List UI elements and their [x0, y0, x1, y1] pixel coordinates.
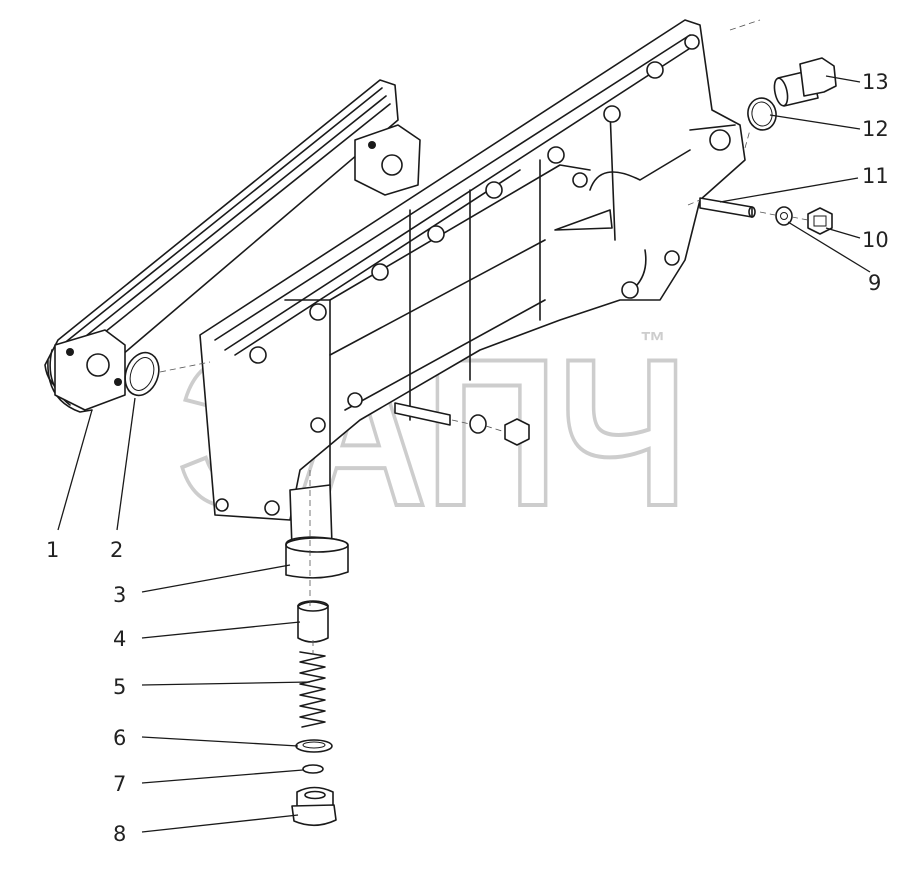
- part-4-plunger: [297, 600, 329, 643]
- leader-3: [141, 564, 291, 593]
- housing-body: [199, 19, 746, 521]
- callout-12: 12: [862, 117, 889, 141]
- part-5-spring: [299, 651, 326, 728]
- callout-11: 11: [862, 164, 889, 188]
- leader-1: [57, 409, 93, 531]
- part-9-washer: [775, 206, 793, 226]
- part-12-o-ring: [747, 97, 777, 131]
- part-10-nut: [807, 207, 833, 235]
- leader-8: [141, 814, 299, 833]
- callout-8: 8: [113, 822, 126, 846]
- callout-10: 10: [862, 228, 889, 252]
- callout-1: 1: [46, 538, 59, 562]
- stud-nut-assembly-left: [394, 402, 530, 446]
- alignment-lines: [159, 19, 809, 655]
- leader-4: [141, 621, 301, 639]
- leader-5: [141, 681, 311, 686]
- part-6-washer: [295, 739, 333, 753]
- housing-bolt-holes: [215, 34, 731, 516]
- leader-12: [769, 114, 861, 130]
- leader-2: [116, 397, 136, 531]
- callout-3: 3: [113, 583, 126, 607]
- part-2-gasket: [124, 351, 160, 397]
- part-8-plug: [291, 786, 337, 827]
- part-11-stud: [699, 197, 756, 218]
- callout-2: 2: [110, 538, 123, 562]
- leader-9: [787, 221, 871, 273]
- callout-13: 13: [862, 70, 889, 94]
- callout-5: 5: [113, 675, 126, 699]
- part-13-fitting: [773, 57, 837, 107]
- part-1-cooler-core: [44, 79, 421, 413]
- part-3-valve-body: [285, 484, 349, 579]
- callout-labels: 1 2 3 4 5 6 7 8 9 10 11 12 13: [46, 70, 889, 846]
- leader-7: [141, 769, 304, 784]
- leader-13: [825, 75, 861, 83]
- callout-6: 6: [113, 726, 126, 750]
- leader-11: [719, 177, 859, 203]
- callout-4: 4: [113, 627, 126, 651]
- leader-6: [141, 736, 299, 747]
- callout-9: 9: [868, 271, 881, 295]
- leader-lines: [57, 75, 871, 833]
- watermark-trademark: ™: [640, 326, 666, 356]
- leader-10: [825, 227, 861, 239]
- callout-7: 7: [113, 772, 126, 796]
- part-7-ring: [302, 764, 324, 774]
